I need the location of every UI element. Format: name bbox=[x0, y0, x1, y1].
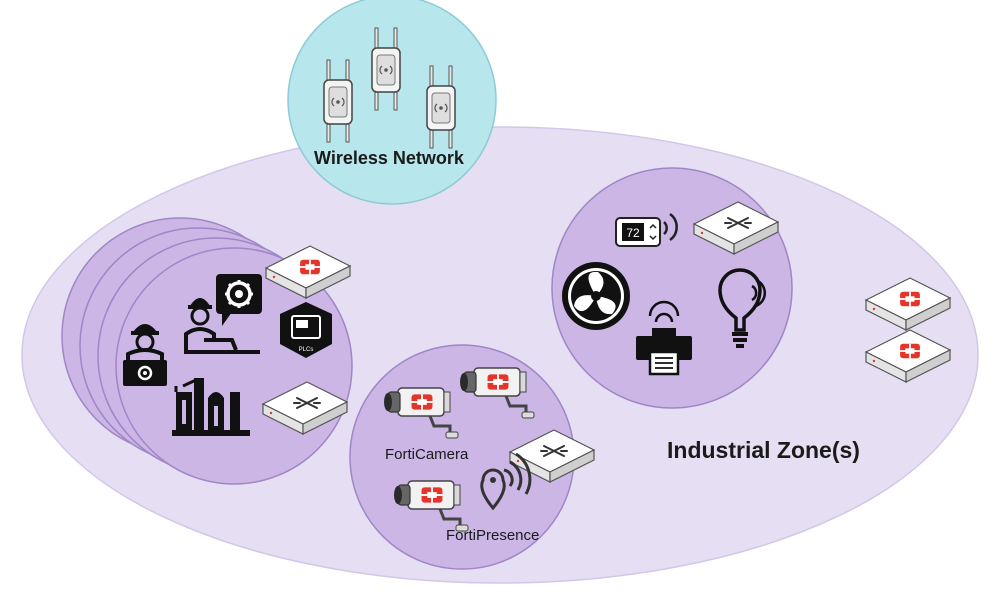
factory-icon bbox=[172, 378, 250, 436]
fan-icon bbox=[562, 262, 630, 330]
engineer-gear-icon bbox=[184, 274, 262, 354]
wireless-network-label: Wireless Network bbox=[314, 148, 464, 168]
forticamera-label: FortiCamera bbox=[385, 446, 469, 463]
industrial-zone-label: Industrial Zone(s) bbox=[667, 437, 860, 463]
thermostat-reading: 72 bbox=[626, 226, 640, 240]
plc-badge-label: PLCs bbox=[299, 347, 314, 353]
fortipresence-label: FortiPresence bbox=[446, 527, 540, 544]
light-bulb-icon bbox=[718, 268, 766, 348]
plc-icon: PLCs bbox=[280, 302, 332, 358]
wireless-network-circle bbox=[287, 0, 497, 205]
engineer-laptop-icon bbox=[123, 324, 167, 386]
printer-icon bbox=[636, 300, 692, 376]
thermostat-icon: 72 bbox=[615, 212, 678, 247]
location-pin-icon bbox=[480, 452, 532, 511]
